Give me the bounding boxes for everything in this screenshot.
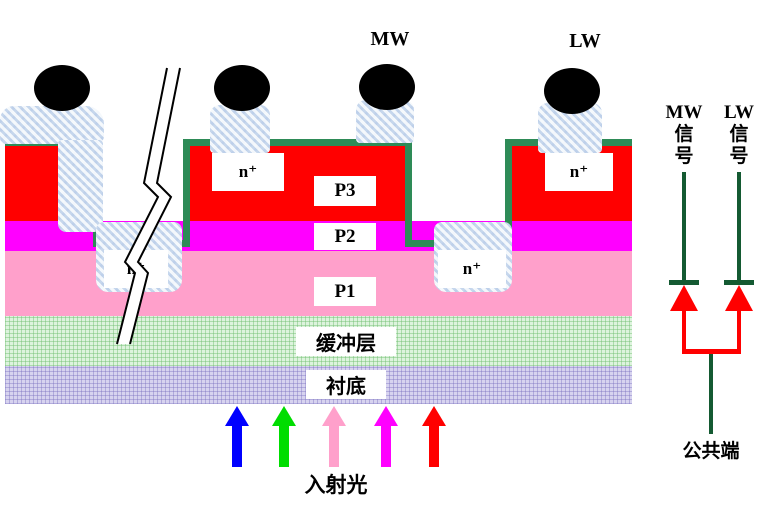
arrow-head-icon <box>322 406 346 426</box>
arrow-head-icon <box>422 406 446 426</box>
n-plus-label: n⁺ <box>462 259 482 278</box>
layer-label-p1: P1 <box>314 277 376 306</box>
n-plus-label: n⁺ <box>569 162 589 181</box>
metal-pad-middle-n <box>210 105 270 153</box>
lw-cathode-wire <box>737 172 741 282</box>
contact-line-right-sidewall <box>505 139 512 247</box>
lw-band-label: LW <box>569 30 601 52</box>
indium-bump-lw <box>544 68 600 114</box>
incident-light-arrow-blue <box>225 406 249 468</box>
layer-label-buffer: 缓冲层 <box>296 327 396 356</box>
buffer-layer <box>5 316 632 366</box>
contact-line-mid-right-sidewall <box>405 139 412 247</box>
n-plus-region-valley2: n⁺ <box>438 250 506 288</box>
indium-bump-middle <box>214 65 270 111</box>
contact-line-mid-left-sidewall <box>183 139 190 247</box>
arrow-shaft <box>279 425 289 467</box>
break-symbol <box>116 67 181 345</box>
incident-light-arrow-red <box>422 406 446 468</box>
layer-label-p2: P2 <box>314 223 376 250</box>
arrow-shaft <box>429 425 439 467</box>
indium-bump-left <box>34 65 90 111</box>
arrow-shaft <box>329 425 339 467</box>
mw-anode-wire <box>682 311 686 353</box>
mw-band-label: MW <box>370 28 410 50</box>
lw-diode-icon <box>725 285 753 311</box>
arrow-head-icon <box>374 406 398 426</box>
common-wire <box>709 354 713 434</box>
layer-label-p3: P3 <box>314 176 376 206</box>
lw-anode-wire <box>737 311 741 353</box>
indium-bump-mw <box>359 64 415 110</box>
arrow-shaft <box>232 425 242 467</box>
arrow-head-icon <box>272 406 296 426</box>
p1-label-text: P1 <box>334 280 356 302</box>
mw-cathode-wire <box>682 172 686 282</box>
substrate-label-text: 衬底 <box>326 376 366 398</box>
incident-light-arrow-magenta <box>374 406 398 468</box>
mw-diode-cathode-bar <box>669 280 699 285</box>
common-terminal-label: 公共端 <box>682 441 740 462</box>
metal-pad-left-top <box>0 106 104 144</box>
metal-pad-left-side <box>58 140 103 232</box>
incident-light-arrow-pink <box>322 406 346 468</box>
p3-label-text: P3 <box>334 180 356 201</box>
common-red-bus <box>682 349 741 354</box>
mw-signal-label: MW 信 号 <box>665 102 703 168</box>
incident-light-arrow-green <box>272 406 296 468</box>
arrow-head-icon <box>225 406 249 426</box>
n-plus-region-right: n⁺ <box>545 153 613 191</box>
n-plus-label: n⁺ <box>238 162 258 181</box>
incident-light-label: 入射光 <box>304 473 368 497</box>
layer-label-substrate: 衬底 <box>306 370 386 399</box>
mw-diode-icon <box>670 285 698 311</box>
contact-line-mid-top <box>183 139 412 146</box>
p2-label-text: P2 <box>334 225 356 247</box>
arrow-shaft <box>381 425 391 467</box>
lw-diode-cathode-bar <box>724 280 754 285</box>
n-plus-region-middle: n⁺ <box>212 153 284 191</box>
lw-signal-label: LW 信 号 <box>724 102 754 168</box>
buffer-label-text: 缓冲层 <box>316 333 376 355</box>
